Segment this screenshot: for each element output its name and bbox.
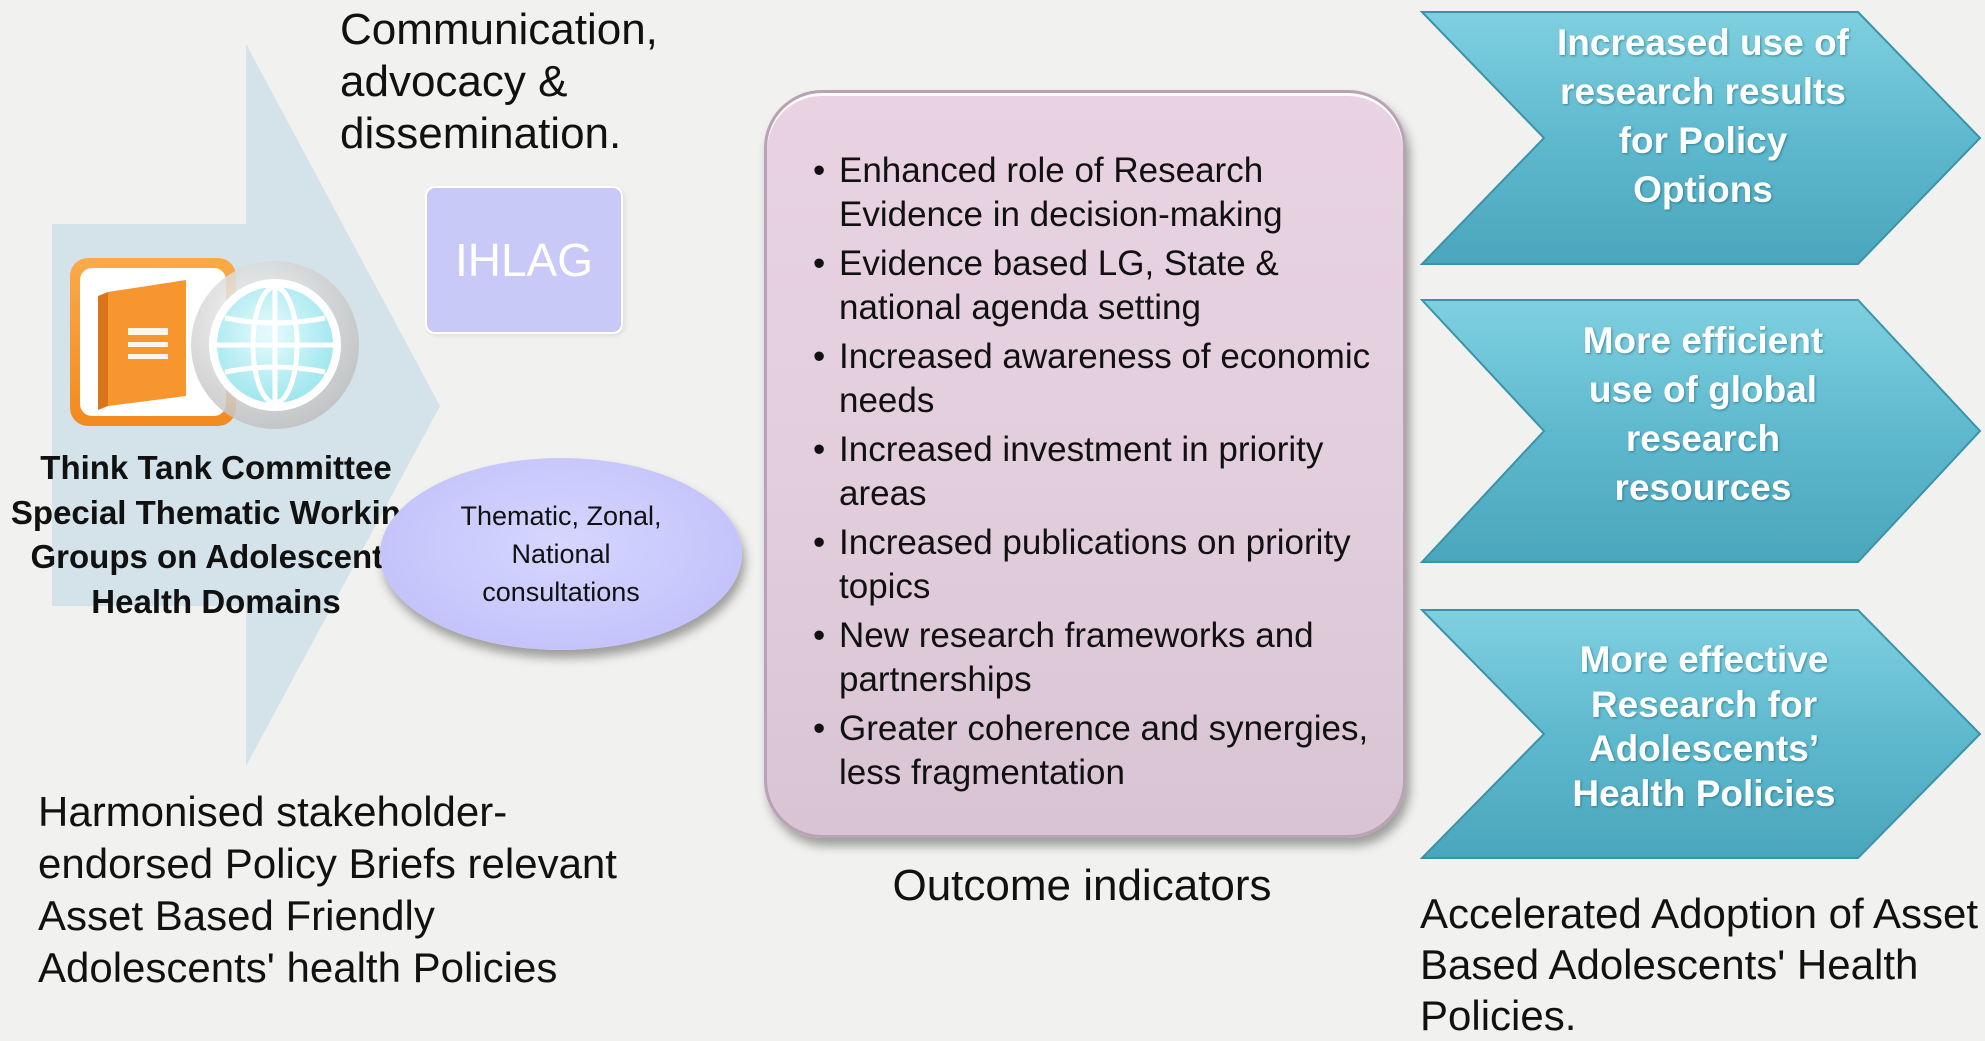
- outcome-indicators-box: Enhanced role of Research Evidence in de…: [764, 90, 1406, 838]
- chevron-more-effective: More effective Research for Adolescents’…: [1418, 606, 1985, 867]
- communication-text: Communication, advocacy & dissemination.: [340, 5, 658, 158]
- outcome-item: Greater coherence and synergies, less fr…: [811, 707, 1391, 795]
- globe-icon: [191, 261, 359, 429]
- outcome-item: Enhanced role of Research Evidence in de…: [811, 149, 1391, 237]
- chevron-shape: [1419, 11, 1982, 265]
- accelerated-adoption-text: Accelerated Adoption of Asset Based Adol…: [1420, 890, 1979, 1039]
- outcome-indicators-label: Outcome indicators: [892, 861, 1272, 910]
- chevron-text: Increased use of research results for Po…: [1556, 22, 1849, 210]
- ihlag-box: IHLAG: [425, 186, 623, 334]
- outcome-item: Increased awareness of economic needs: [811, 335, 1391, 423]
- chevron-text: More efficient use of global research re…: [1582, 320, 1824, 508]
- outcome-item: Increased investment in priority areas: [811, 428, 1391, 516]
- book-icon: [70, 258, 236, 426]
- chevron-text: More effective Research for Adolescents’…: [1572, 639, 1836, 814]
- chevron-shape: [1419, 299, 1982, 563]
- harmonised-policy-text: Harmonised stakeholder-endorsed Policy B…: [38, 788, 617, 991]
- outcome-item: Evidence based LG, State & national agen…: [811, 242, 1391, 330]
- outcome-item: Increased publications on priority topic…: [811, 521, 1391, 609]
- chevron-increased-use: Increased use of research results for Po…: [1418, 8, 1985, 273]
- chevron-more-efficient: More efficient use of global research re…: [1418, 296, 1985, 571]
- consultations-text: Thematic, Zonal, National consultations: [460, 501, 662, 607]
- outcome-list: Enhanced role of Research Evidence in de…: [811, 149, 1391, 800]
- think-tank-text: Think Tank Committee Special Thematic Wo…: [10, 449, 422, 620]
- chevron-shape: [1419, 609, 1982, 859]
- outcome-item: New research frameworks and partnerships: [811, 614, 1391, 702]
- consultations-ellipse: Thematic, Zonal, National consultations: [380, 458, 742, 650]
